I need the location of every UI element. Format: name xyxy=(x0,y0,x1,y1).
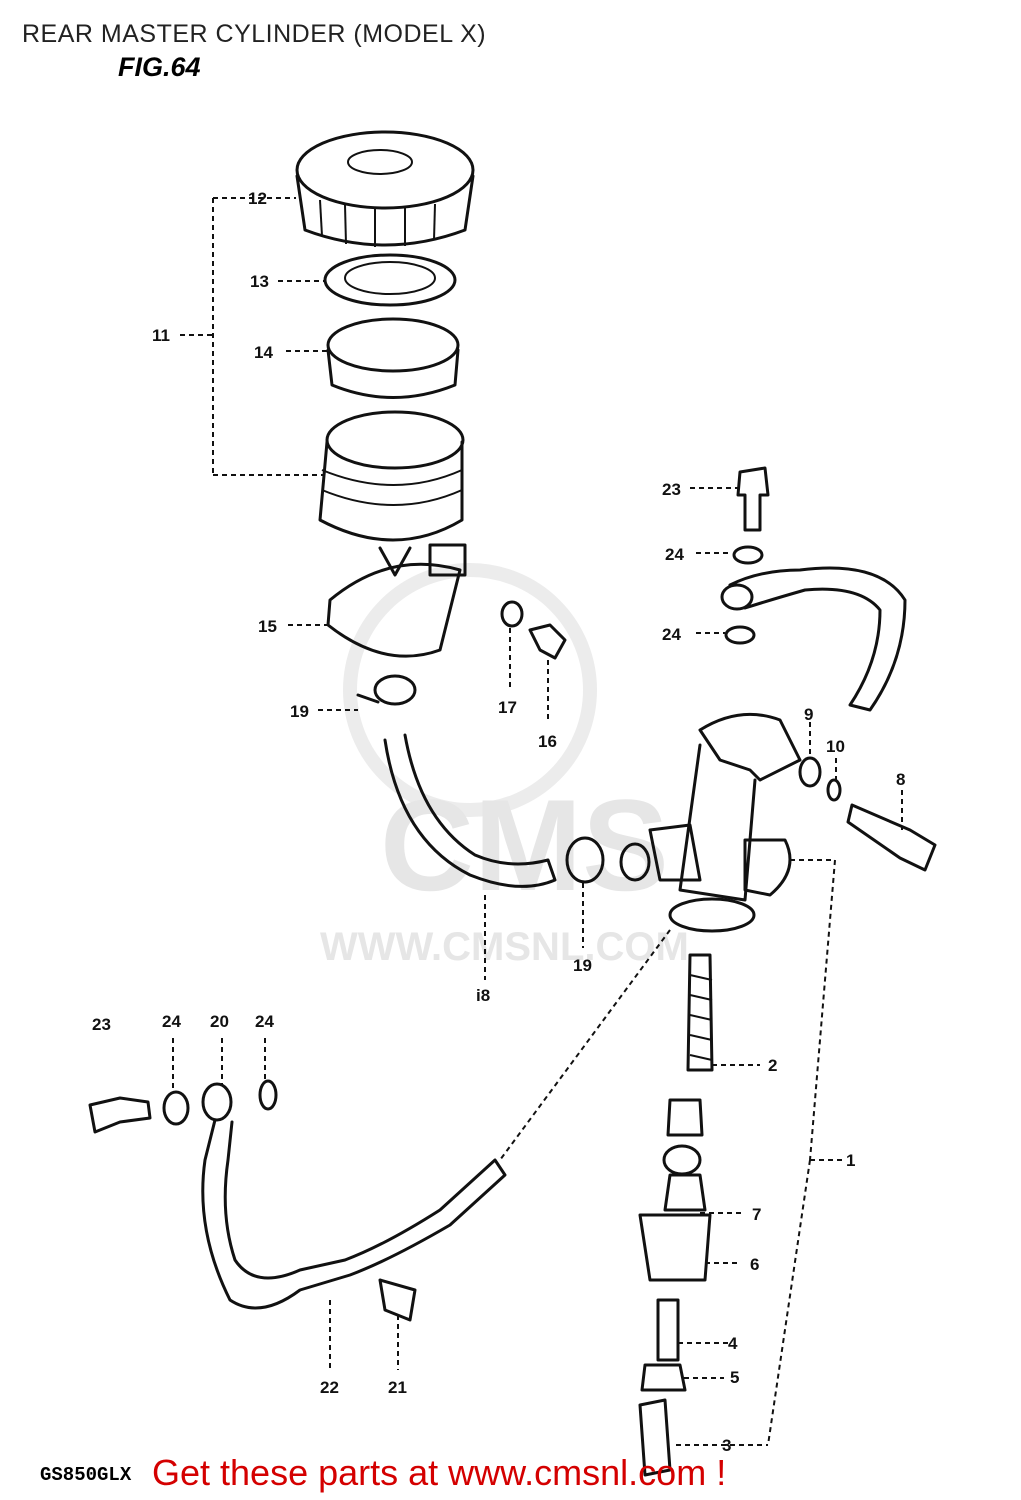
hose-clamp-upper xyxy=(356,674,417,706)
callout-17: 17 xyxy=(498,698,517,717)
callout-22: 22 xyxy=(320,1378,339,1397)
callout-23-upper: 23 xyxy=(662,480,681,499)
figure-number: FIG.64 xyxy=(118,52,201,82)
callout-24-upper-b: 24 xyxy=(662,625,681,644)
callout-16: 16 xyxy=(538,732,557,751)
bolt-8 xyxy=(846,803,937,872)
callout-19-lower: 19 xyxy=(573,956,592,975)
diaphragm xyxy=(326,317,460,399)
parts-link[interactable]: Get these parts at www.cmsnl.com ! xyxy=(152,1452,727,1493)
model-code: GS850GLX xyxy=(40,1464,132,1486)
lock-nut xyxy=(640,1363,687,1392)
callout-14: 14 xyxy=(254,343,273,362)
piston-assembly xyxy=(638,1144,712,1282)
callout-10: 10 xyxy=(826,737,845,756)
callout-9: 9 xyxy=(804,705,813,724)
callout-1: 1 xyxy=(846,1151,855,1170)
diaphragm-plate xyxy=(323,253,457,307)
brake-hose-upper xyxy=(728,566,907,712)
reservoir-hose xyxy=(383,733,557,888)
washer-24-upper-a xyxy=(732,545,764,565)
watermark-url: WWW.CMSNL.COM xyxy=(320,925,689,969)
callout-11: 11 xyxy=(152,326,170,345)
bolt-16 xyxy=(528,623,567,660)
reservoir-cap xyxy=(295,130,475,247)
reservoir-band xyxy=(326,543,467,658)
reservoir-body xyxy=(318,410,465,577)
callout-2: 2 xyxy=(768,1056,777,1075)
callout-20: 20 xyxy=(210,1012,229,1031)
callout-23-lower: 23 xyxy=(92,1015,111,1034)
callout-15: 15 xyxy=(258,617,277,636)
banjo-bolt-upper xyxy=(736,466,770,532)
callout-21: 21 xyxy=(388,1378,407,1397)
washer-9 xyxy=(798,756,822,788)
washer-10 xyxy=(826,778,842,802)
callout-18: i8 xyxy=(476,986,490,1005)
page-title: REAR MASTER CYLINDER (MODEL X) xyxy=(22,20,487,48)
callout-3: 3 xyxy=(722,1436,731,1455)
callout-24-lower-a: 24 xyxy=(162,1012,181,1031)
callout-labels: 1 2 3 4 5 6 7 8 9 10 11 12 13 14 15 16 1… xyxy=(92,189,905,1455)
master-cylinder-body xyxy=(619,712,802,933)
callout-24-upper-a: 24 xyxy=(665,545,684,564)
brake-hose-lower xyxy=(88,1079,507,1322)
callout-6: 6 xyxy=(750,1255,759,1274)
hose-clamp-lower xyxy=(565,836,605,884)
callout-12: 12 xyxy=(248,189,267,208)
washer-24-upper-b xyxy=(724,625,756,645)
leader-lines xyxy=(172,197,903,1446)
washer-17 xyxy=(500,600,524,628)
callout-8: 8 xyxy=(896,770,905,789)
callout-7: 7 xyxy=(752,1205,761,1224)
callout-19-upper: 19 xyxy=(290,702,309,721)
callout-4: 4 xyxy=(728,1334,738,1353)
push-rod xyxy=(656,1298,680,1362)
callout-13: 13 xyxy=(250,272,269,291)
watermark: CMS WWW.CMSNL.COM xyxy=(320,563,689,969)
callout-5: 5 xyxy=(730,1368,739,1387)
return-spring xyxy=(666,953,714,1137)
callout-24-lower-b: 24 xyxy=(255,1012,274,1031)
clevis xyxy=(638,1398,672,1477)
